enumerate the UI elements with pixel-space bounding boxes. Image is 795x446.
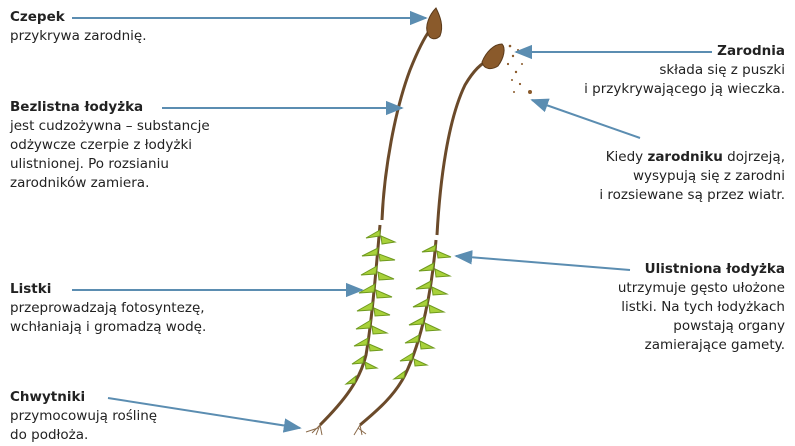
listki-title: Listki [10,281,51,297]
zarodniki-prefix: Kiedy [606,149,648,165]
label-bezlistna: Bezlistna łodyżka jest cudzożywna – subs… [10,98,235,193]
chwytniki-desc: przymocowują roślinę do podłoża. [10,408,157,443]
bezlistna-title: Bezlistna łodyżka [10,99,143,115]
zarodniki-bold: zarodniku [647,149,722,165]
label-ulistniona: Ulistniona łodyżka utrzymuje gęsto ułożo… [545,260,785,355]
zarodniki-line2: wysypują się z zarodni [633,168,785,184]
label-zarodniki: Kiedy zarodniku dojrzeją, wysypują się z… [545,148,785,205]
ulistniona-line4: zamierające gamety. [645,337,785,353]
bezlistna-desc: jest cudzożywna – substancje odżywcze cz… [10,118,210,191]
arrow-zarodniki [532,100,640,138]
listki-desc: przeprowadzają fotosyntezę, wchłaniają i… [10,300,206,335]
chwytniki-title: Chwytniki [10,389,85,405]
left-seta [382,30,430,220]
czepek-title: Czepek [10,9,65,25]
capsule-shape [482,44,504,69]
right-seta [437,60,490,235]
ulistniona-title: Ulistniona łodyżka [645,261,785,277]
zarodnia-title: Zarodnia [717,43,785,59]
zarodnia-desc-2: i przykrywającego ją wieczka. [584,81,785,97]
label-czepek: Czepek przykrywa zarodnię. [10,8,190,46]
calyptra-shape [427,8,442,39]
zarodniki-suffix: dojrzeją, [723,149,785,165]
zarodnia-desc-1: składa się z puszki [659,62,785,78]
label-chwytniki: Chwytniki przymocowują roślinę do podłoż… [10,388,170,445]
label-listki: Listki przeprowadzają fotosyntezę, wchła… [10,280,230,337]
ulistniona-line2: listki. Na tych łodyżkach [621,299,785,315]
ulistniona-line1: utrzymuje gęsto ułożone [618,280,785,296]
label-zarodnia: Zarodnia składa się z puszki i przykrywa… [545,42,785,99]
leafy-stems [320,225,451,425]
ulistniona-line3: powstają organy [673,318,785,334]
czepek-desc: przykrywa zarodnię. [10,28,147,44]
zarodniki-line3: i rozsiewane są przez wiatr. [599,187,785,203]
rhizoids [306,425,366,435]
